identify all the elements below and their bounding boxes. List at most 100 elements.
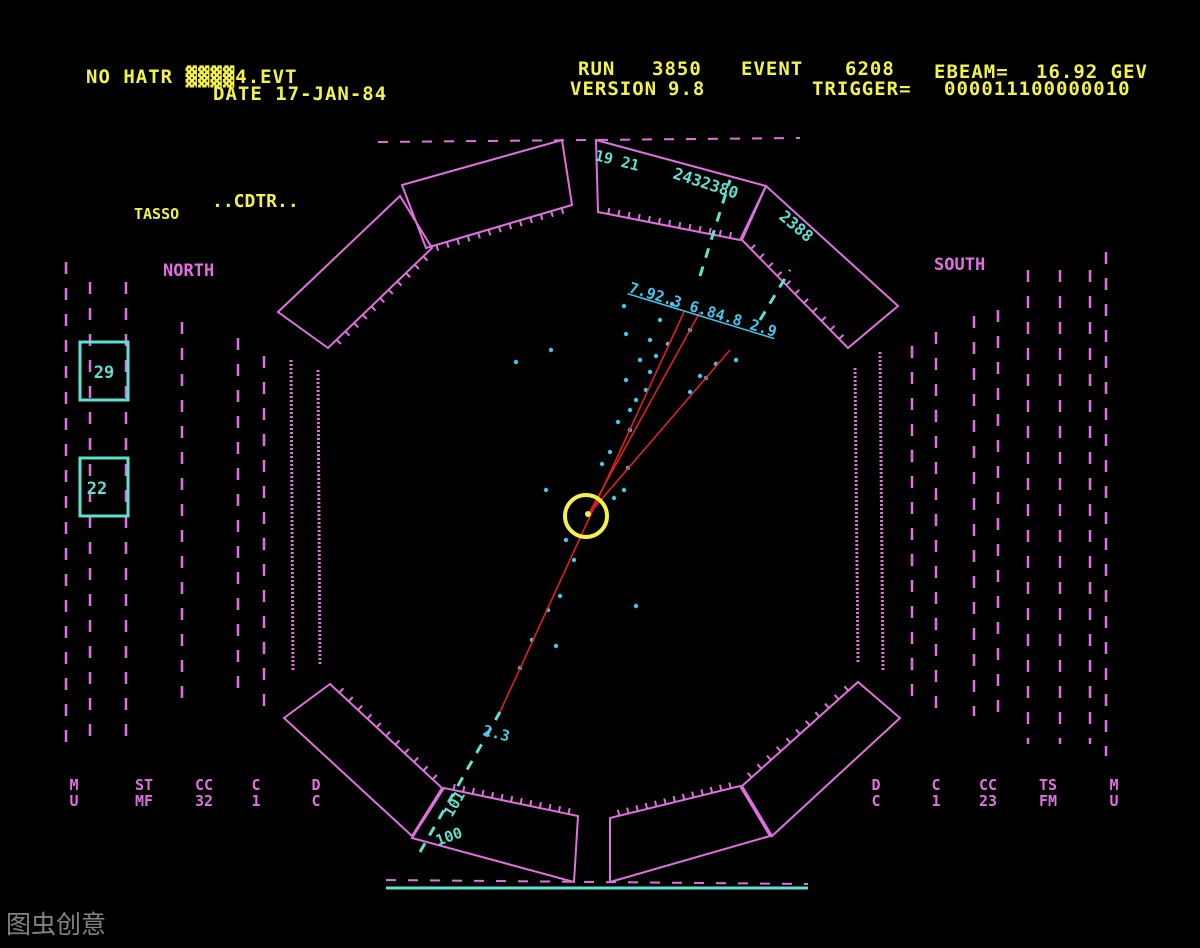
tick: [829, 325, 836, 331]
tick: [833, 694, 840, 701]
track-readout: 7.92.3 6.84.8 2.9: [627, 279, 779, 341]
version-value: 9.8: [668, 78, 706, 100]
detector-outline: [276, 137, 902, 884]
tick: [785, 737, 792, 744]
tick: [394, 739, 401, 746]
hit: [633, 603, 639, 609]
tick: [431, 774, 438, 781]
tick: [750, 244, 756, 250]
file-label: NO HATR ▓▓▓▓4.EVT: [86, 66, 298, 88]
hit: [563, 537, 569, 543]
tick: [422, 255, 429, 262]
bottom-dashes: [385, 879, 809, 885]
hit: [548, 347, 554, 353]
hit: [733, 357, 739, 363]
column-label: ST: [135, 776, 153, 794]
tick: [487, 229, 492, 236]
tick: [803, 298, 809, 304]
tick: [635, 805, 639, 812]
hit: [611, 495, 617, 501]
calorimeter-module: [276, 194, 434, 350]
hit: [543, 487, 549, 493]
counter-box-lower: [78, 456, 130, 518]
tick: [379, 297, 385, 304]
jet-line-upper-1: [698, 179, 732, 277]
hit: [553, 643, 559, 649]
calorimeter-module: [410, 786, 580, 884]
tick: [361, 313, 368, 320]
tick: [422, 765, 429, 772]
tick: [776, 271, 783, 277]
calorimeter-module: [282, 682, 444, 838]
track-1: [499, 311, 685, 713]
tick: [626, 807, 630, 814]
hit: [697, 373, 703, 379]
tick: [668, 219, 672, 227]
ebeam-value: 16.92 GEV: [1036, 61, 1148, 83]
tick: [617, 209, 621, 217]
tick: [370, 305, 377, 312]
calorimeter-module: [400, 138, 574, 250]
tick: [500, 793, 504, 801]
column-label: 23: [979, 792, 997, 810]
tick: [510, 795, 514, 803]
tick: [445, 241, 450, 248]
trigger-value: 000011100000010: [944, 78, 1131, 100]
column-label: FM: [1039, 792, 1057, 810]
hit: [571, 557, 577, 563]
tick: [795, 728, 801, 735]
calorimeter-module: [740, 184, 900, 350]
watermark: 图虫创意: [6, 910, 107, 939]
counter-box-lower-value: 22: [87, 479, 107, 499]
tick: [344, 330, 351, 337]
jet-line-lower: [418, 711, 502, 853]
tick: [403, 748, 410, 755]
tick: [462, 785, 466, 793]
tick: [814, 711, 821, 718]
tracks: [499, 311, 731, 713]
tick: [681, 793, 686, 800]
view-label: ..CDTR..: [212, 191, 299, 212]
tick: [708, 227, 712, 235]
tick: [385, 730, 391, 737]
tick: [338, 687, 345, 694]
tick: [843, 685, 850, 692]
tick: [519, 797, 523, 805]
tick: [466, 235, 471, 242]
tick: [785, 280, 792, 286]
tick: [811, 307, 818, 313]
tick: [477, 232, 481, 239]
muon-chambers: [64, 252, 1108, 756]
event-label: EVENT: [741, 58, 804, 80]
vertex-dot: [585, 511, 591, 517]
tick: [557, 805, 562, 813]
tick: [405, 272, 411, 279]
tick: [357, 704, 363, 711]
tick: [672, 795, 676, 803]
tick: [698, 225, 702, 233]
column-label: C: [931, 776, 940, 794]
tick: [820, 316, 827, 322]
tick: [452, 783, 456, 791]
tick: [691, 791, 695, 798]
tick: [529, 799, 533, 807]
tick: [688, 223, 692, 231]
column-label: U: [1109, 792, 1118, 810]
tick: [838, 334, 845, 340]
tick: [718, 229, 722, 237]
module-ticks: [335, 207, 850, 816]
tick: [766, 754, 772, 761]
tick: [498, 226, 502, 233]
hit: [647, 337, 653, 343]
column-label: C: [311, 792, 320, 810]
tick: [728, 231, 732, 239]
vertex-circle: [563, 493, 609, 539]
tick: [804, 720, 811, 727]
tick: [508, 223, 513, 230]
tick: [471, 787, 475, 795]
hit: [621, 303, 627, 309]
hit-points: [513, 301, 739, 671]
tick: [550, 210, 554, 218]
